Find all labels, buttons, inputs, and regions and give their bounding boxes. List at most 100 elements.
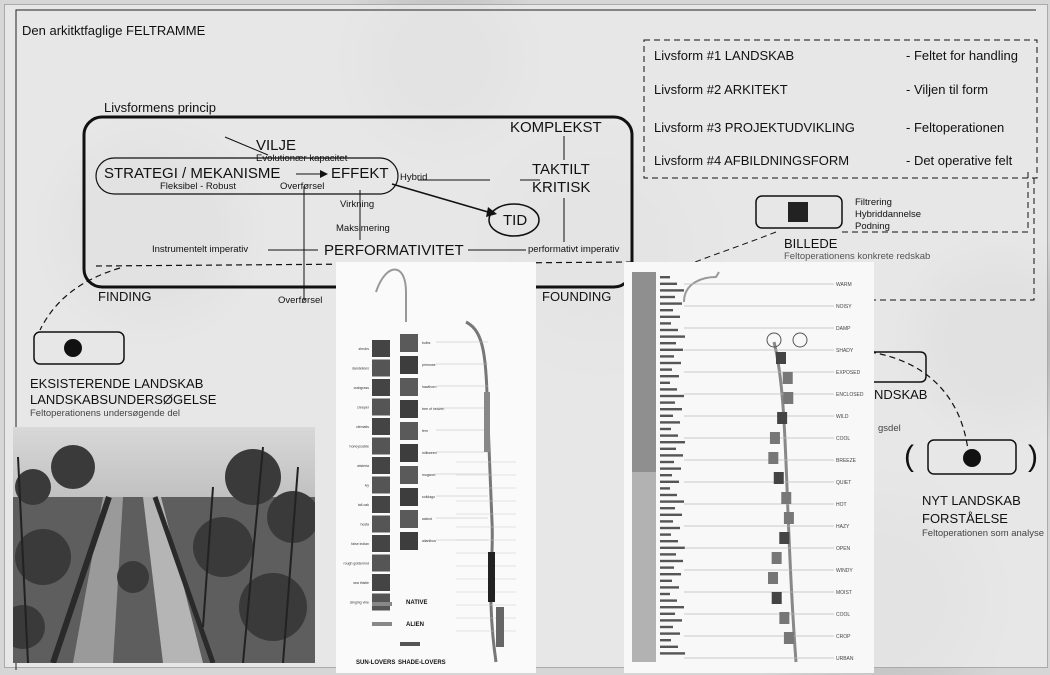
billede-title: BILLEDE bbox=[784, 236, 838, 251]
cond-scale-tick bbox=[660, 414, 673, 417]
cond-scale-tick bbox=[660, 540, 678, 543]
flex-label: Fleksibel - Robust bbox=[160, 181, 237, 192]
cond-scale-tick bbox=[660, 579, 672, 582]
plant-thumb-right bbox=[400, 356, 418, 374]
cond-bar bbox=[777, 412, 788, 424]
plant-name-left: tall oak bbox=[358, 503, 369, 507]
cond-scale-tick bbox=[660, 454, 683, 457]
nyt-line2: FORSTÅELSE bbox=[922, 511, 1008, 526]
livsform-box bbox=[643, 39, 1038, 179]
plant-thumb-right bbox=[400, 488, 418, 506]
plant-name-left: clinging vine bbox=[350, 601, 369, 605]
railway-photo bbox=[13, 427, 315, 663]
plant-thumb-right bbox=[400, 466, 418, 484]
landskab-partial-title: NDSKAB bbox=[874, 387, 928, 402]
performativitet-label: PERFORMATIVITET bbox=[324, 242, 464, 259]
livsform-1-desc: - Feltet for handling bbox=[906, 48, 1019, 63]
plant-thumb-left bbox=[372, 359, 390, 377]
cond-bar bbox=[771, 552, 782, 564]
billede-item-filtrering: Filtrering bbox=[855, 197, 892, 208]
plant-legend-swatch bbox=[372, 622, 392, 626]
cond-label: HOT bbox=[836, 502, 847, 508]
hybrid-label: Hybrid bbox=[400, 172, 428, 183]
plant-name-right: primrose bbox=[422, 363, 436, 367]
plant-thumb-right bbox=[400, 334, 418, 352]
cond-label: MOIST bbox=[836, 590, 852, 596]
cond-node bbox=[792, 332, 808, 348]
plant-trail bbox=[465, 320, 498, 663]
plant-thumb-left bbox=[372, 496, 390, 513]
cond-trail bbox=[772, 341, 798, 663]
plant-name-right: fern bbox=[422, 429, 428, 433]
cond-scale-tick bbox=[660, 480, 679, 483]
plant-thumb-left bbox=[372, 437, 390, 455]
cond-label: URBAN bbox=[836, 656, 854, 662]
taktilt-label: TAKTILT bbox=[532, 161, 590, 178]
eksisterende-sub: Feltoperationens undersøgende del bbox=[30, 408, 180, 419]
plant-thumb-right bbox=[400, 422, 418, 440]
cond-scale-tick bbox=[660, 599, 677, 602]
railway-photo-graphic bbox=[13, 427, 315, 663]
cond-scale-tick bbox=[660, 500, 684, 503]
nyt-dot bbox=[963, 449, 981, 467]
plant-thumb-right bbox=[400, 510, 418, 528]
plant-name-left: crabgrass bbox=[354, 386, 370, 390]
eksisterende-line1: EKSISTERENDE LANDSKAB bbox=[30, 376, 204, 391]
cond-scale-tick bbox=[660, 612, 675, 615]
cond-scale-tick bbox=[660, 309, 673, 312]
plant-name-left: clematis bbox=[356, 425, 369, 429]
principle-title: Livsformens princip bbox=[104, 100, 216, 115]
cond-scale-tick bbox=[660, 619, 682, 622]
cond-scale-tick bbox=[660, 474, 672, 477]
cond-scale-tick bbox=[660, 421, 680, 424]
plant-footer-left: SUN-LOVERS bbox=[356, 660, 396, 666]
cond-bar bbox=[781, 492, 792, 504]
cond-scale-tick bbox=[660, 381, 670, 384]
cond-label: HAZY bbox=[836, 524, 850, 530]
right-frame-dashed bbox=[870, 178, 1035, 301]
plant-chart-graphic: shrubsdandelionscrabgrasscreeperclematis… bbox=[344, 268, 516, 663]
plant-name-right: ailanthus bbox=[422, 539, 436, 543]
cond-scale-tick bbox=[660, 355, 674, 358]
plant-name-right: tree of heaven bbox=[422, 407, 444, 411]
cond-label: EXPOSED bbox=[836, 370, 861, 376]
overforsel-top-label: Overførsel bbox=[280, 181, 325, 192]
plant-name-left: hosta bbox=[360, 523, 369, 527]
plant-name-right: hawthorn bbox=[422, 385, 436, 389]
plant-path-top bbox=[375, 268, 407, 322]
virkning-label: Virkning bbox=[340, 199, 375, 210]
cond-scale-tick bbox=[660, 276, 670, 279]
cond-photo-strip bbox=[632, 472, 656, 662]
cond-bar bbox=[773, 472, 784, 484]
cond-label: DAMP bbox=[836, 326, 851, 332]
cond-bar bbox=[771, 592, 782, 604]
cond-scale-tick bbox=[660, 368, 672, 371]
arrowhead-effekt bbox=[320, 170, 328, 178]
cond-path-top bbox=[683, 271, 720, 303]
effekt-label: EFFEKT bbox=[331, 165, 389, 182]
plant-thumb-right bbox=[400, 378, 418, 396]
plant-legend-swatch bbox=[400, 642, 420, 646]
maksimering-label: Maksimering bbox=[336, 223, 390, 234]
billede-item-podning: Podning bbox=[855, 221, 890, 232]
cond-scale-tick bbox=[660, 606, 684, 609]
nyt-sub: Feltoperationen som analyse bbox=[922, 528, 1044, 539]
livsform-4-name: Livsform #4 AFBILDNINGSFORM bbox=[654, 153, 850, 168]
cond-scale-tick bbox=[660, 322, 671, 325]
cond-label: SHADY bbox=[836, 348, 854, 354]
perf-imperativ-label: performativt imperativ bbox=[528, 244, 620, 255]
livsform-1-name: Livsform #1 LANDSKAB bbox=[654, 48, 795, 63]
plant-bar bbox=[488, 552, 495, 602]
cond-label: CROP bbox=[836, 634, 851, 640]
cond-scale-tick bbox=[660, 328, 678, 332]
billede-sub: Feltoperationens konkrete redskab bbox=[784, 251, 931, 262]
cond-scale-tick bbox=[660, 467, 681, 470]
cond-scale-tick bbox=[660, 375, 679, 378]
plant-name-left: sea thistle bbox=[353, 581, 369, 585]
livsform-3-name: Livsform #3 PROJEKTUDVIKLING bbox=[654, 120, 855, 135]
cond-scale-tick bbox=[660, 566, 674, 569]
cond-scale-tick bbox=[660, 302, 682, 305]
cond-label: WARM bbox=[836, 282, 852, 288]
cond-scale-tick bbox=[660, 625, 673, 629]
cond-bar bbox=[779, 612, 790, 624]
